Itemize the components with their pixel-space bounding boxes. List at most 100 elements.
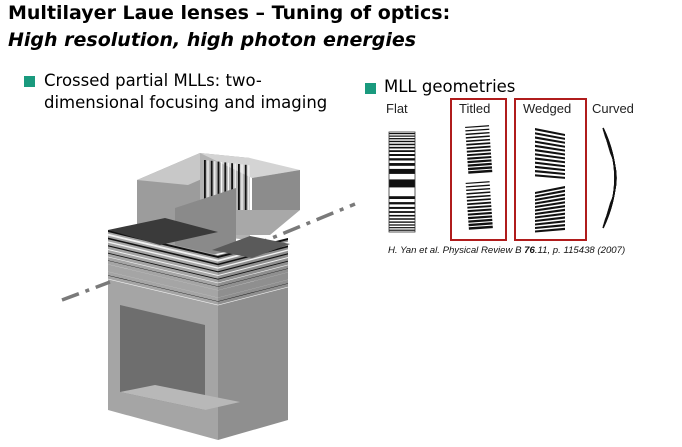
back-block-multilayer-stripes — [204, 160, 250, 214]
flat-mll-layer — [389, 143, 415, 146]
wedged-mll-layer — [535, 170, 565, 175]
flat-mll-layer — [389, 206, 415, 209]
flat-mll-layer — [389, 221, 415, 223]
back-block-stripe — [248, 165, 250, 212]
front-block-stripe — [108, 249, 288, 276]
back-block-stripe — [207, 160, 209, 214]
back-block-arrow-shape — [175, 188, 236, 262]
wedged-mll-layer — [535, 224, 565, 229]
xray-beam-line-front — [61, 280, 111, 302]
flat-mll-layer — [389, 158, 415, 161]
wedged-mll-layer — [535, 136, 565, 144]
tilted-mll-lower-layer — [468, 218, 493, 223]
front-block-stripe — [108, 252, 288, 280]
flat-mll-layer — [389, 163, 415, 166]
front-block-stripe — [108, 241, 288, 269]
wedged-mll-layer — [535, 186, 565, 194]
wedged-mll-layer — [535, 165, 565, 172]
wedged-mll-layer — [535, 128, 565, 136]
wedged-mll-layer — [535, 174, 565, 179]
wedged-mll-layer — [535, 216, 565, 222]
back-block-stripe — [221, 162, 223, 213]
flat-mll-layer — [389, 135, 415, 137]
back-block-stripe — [217, 161, 220, 214]
bullet-square-icon — [24, 76, 35, 87]
front-block-right-face — [218, 238, 288, 440]
front-block-cutout-floor — [120, 385, 240, 410]
wedged-mll-layer — [535, 227, 565, 233]
wedged-mll-layer — [535, 220, 565, 226]
flat-mll-layer — [389, 140, 415, 143]
bullet-text-mll-geometries: MLL geometries — [384, 77, 516, 96]
flat-mll-layer — [389, 211, 415, 213]
flat-mll-layer — [389, 146, 415, 149]
geometry-label-flat: Flat — [386, 101, 408, 116]
flat-mll-layer — [389, 150, 415, 153]
tilted-mll-upper-layer — [467, 166, 493, 171]
tilted-mll-upper-layer — [467, 159, 492, 164]
back-block-stripe — [210, 160, 213, 214]
front-block-stripe — [108, 264, 288, 291]
highlight-box-tilted — [450, 98, 507, 241]
front-block-top-right — [212, 236, 290, 258]
tilted-mll-lower-layer — [467, 205, 492, 209]
tilted-mll-upper-layer — [468, 169, 493, 174]
curved-mll-layers — [602, 127, 617, 229]
tilted-mll-upper-layer — [465, 135, 490, 139]
wedged-mll-layer — [535, 208, 565, 215]
citation: H. Yan et al. Physical Review B 76.11, p… — [388, 245, 626, 256]
flat-mll-layer — [389, 227, 415, 229]
back-block-stripe — [231, 163, 233, 213]
flat-mll-figure — [388, 131, 416, 233]
tilted-mll-lower-layer — [467, 201, 492, 206]
back-block-stripe — [241, 164, 243, 212]
flat-mll-layer — [389, 218, 415, 220]
curved-mll-layer — [609, 151, 617, 205]
geometry-label-tilted: Titled — [459, 101, 491, 116]
tilted-mll-lower-layer — [467, 208, 492, 213]
wedged-mll-layer — [535, 193, 565, 201]
slide-title-line2: High resolution, high photon energies — [8, 29, 417, 51]
front-block-stripe — [108, 275, 288, 302]
tilted-mll-upper-layer — [466, 142, 491, 146]
wedged-mll-layer — [535, 212, 565, 219]
geometry-label-wedged: Wedged — [523, 101, 572, 116]
tilted-mll-lower-layer — [468, 225, 493, 230]
front-block-stripe — [108, 260, 288, 287]
back-block-cap-face — [252, 170, 300, 220]
front-block-stripe — [108, 237, 288, 266]
tilted-mll-lower-layer — [465, 184, 490, 188]
flat-mll-layer — [389, 214, 415, 217]
front-block-stripe — [108, 245, 288, 273]
slide-title-line1: Multilayer Laue lenses – Tuning of optic… — [8, 2, 451, 24]
highlight-box-wedged — [514, 98, 587, 241]
tilted-mll-lower-layer — [466, 198, 491, 202]
tilted-mll-figure — [465, 125, 493, 231]
wedged-mll-layer — [535, 205, 565, 212]
flat-mll-layer — [389, 138, 415, 140]
tilted-mll-upper-layer — [466, 145, 491, 150]
flat-mll-layer — [389, 229, 415, 231]
tilted-mll-upper-layer — [466, 152, 492, 157]
tilted-mll-upper-layer — [465, 125, 490, 129]
flat-mll-layer — [389, 168, 415, 174]
wedged-mll-layer — [535, 161, 565, 168]
tilted-mll-lower-layer — [467, 211, 492, 216]
wedged-mll-layer — [535, 140, 565, 148]
flat-mll-layers — [388, 131, 416, 233]
front-block-stripe — [108, 271, 288, 298]
bullet-square-icon — [365, 83, 376, 94]
flat-mll-layer — [389, 196, 415, 200]
back-block-stripe — [244, 164, 247, 212]
tilted-mll-lower-layer — [468, 215, 493, 220]
flat-mll-layer — [389, 133, 415, 135]
flat-mll-layer — [389, 202, 415, 205]
wedged-mll-layer — [535, 149, 565, 156]
flat-mll-outline — [388, 131, 416, 233]
wedged-mll-layers — [535, 128, 565, 233]
tilted-mll-upper-layer — [467, 162, 492, 167]
wedged-mll-layer — [535, 144, 565, 152]
back-block-stripe — [224, 162, 227, 213]
tilted-mll-upper-layer — [465, 132, 490, 136]
back-block-stripe — [227, 162, 229, 213]
